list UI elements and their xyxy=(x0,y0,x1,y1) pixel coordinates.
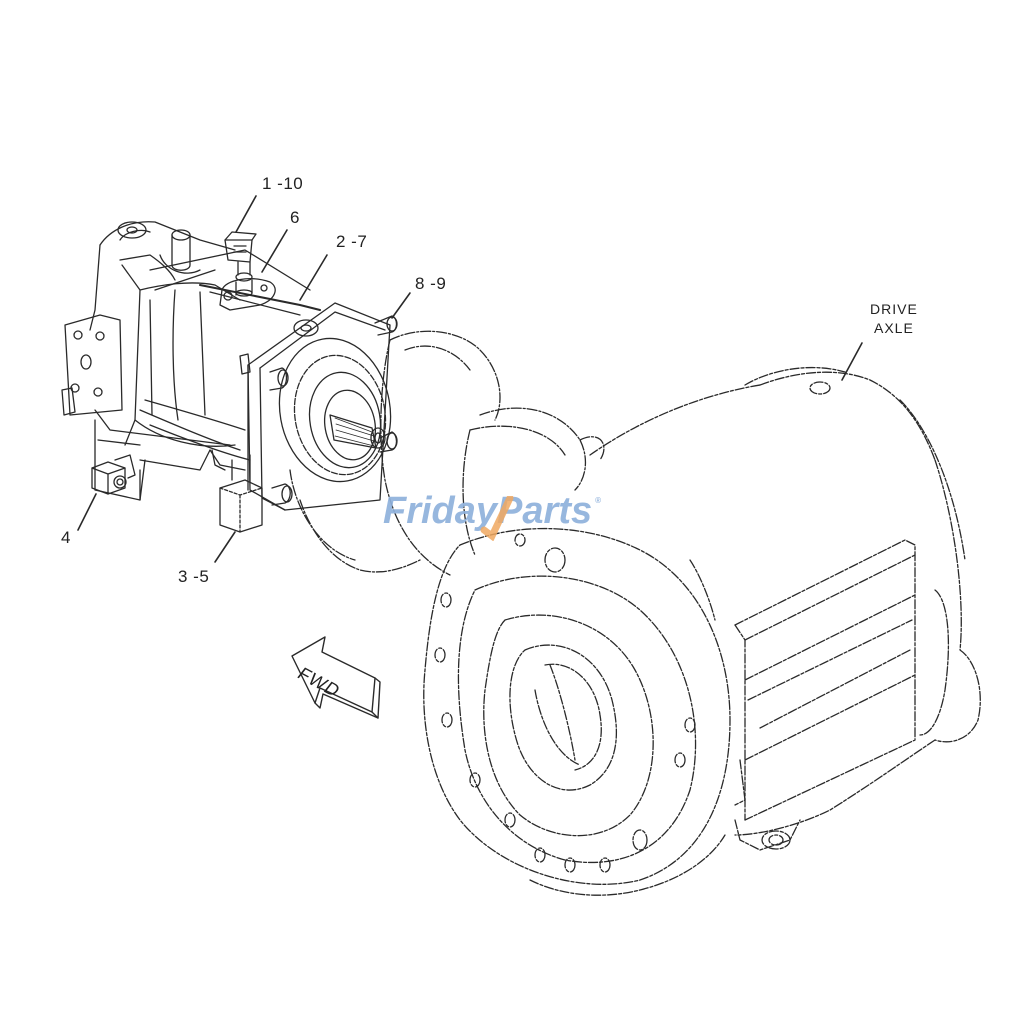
fwd-arrow-icon xyxy=(291,636,381,719)
callout-6: 6 xyxy=(290,208,300,227)
registered-mark: ® xyxy=(595,496,602,505)
watermark-check-icon xyxy=(480,496,514,541)
adapter-housing xyxy=(289,330,605,576)
callout-2-7: 2 -7 xyxy=(336,232,368,251)
hydraulic-motor xyxy=(61,221,398,533)
callout-3-5: 3 -5 xyxy=(178,567,210,586)
callout-8-9: 8 -9 xyxy=(415,274,447,293)
drive-axle xyxy=(423,366,981,896)
callout-4: 4 xyxy=(61,528,71,547)
drive-axle-label: DRIVE AXLE xyxy=(870,300,918,338)
leader-lines xyxy=(77,195,863,563)
drive-axle-label-line2: AXLE xyxy=(873,320,914,336)
watermark-friday: Friday xyxy=(383,490,498,532)
drive-axle-label-line1: DRIVE xyxy=(870,301,918,317)
callout-1-10: 1 -10 xyxy=(262,174,304,193)
